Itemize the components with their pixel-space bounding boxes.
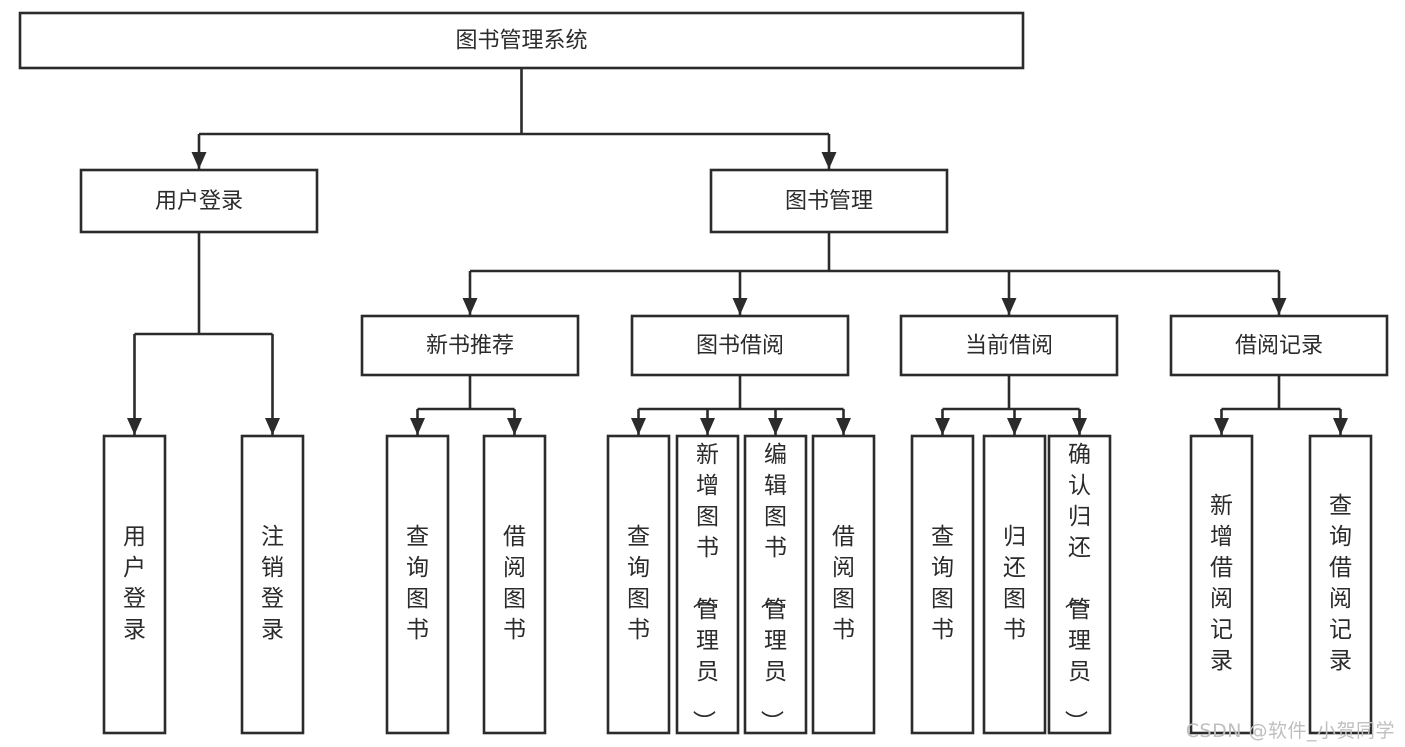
root-node-1[interactable]: 图书管理系统 bbox=[18, 11, 1025, 70]
arrow-head-icon bbox=[1214, 418, 1229, 435]
level2-node-label: 图书管理 bbox=[785, 189, 873, 214]
level3-node-box bbox=[630, 314, 850, 377]
leaf-node-label: 编辑图书（管理员） bbox=[758, 442, 787, 733]
level3-node-label: 新书推荐 bbox=[426, 334, 514, 359]
level2-node-box bbox=[709, 168, 949, 234]
level2-node-1[interactable]: 用户登录 bbox=[79, 168, 319, 234]
connector-root-to-level2 bbox=[191, 68, 837, 169]
leaf-node-6[interactable]: 新增图书（管理员） bbox=[675, 434, 740, 735]
leaf-node-11[interactable]: 确认归还（管理员） bbox=[1047, 434, 1112, 735]
root-node-box bbox=[18, 11, 1025, 70]
arrow-head-icon bbox=[1001, 298, 1017, 315]
leaf-node-label: 用户登录 bbox=[123, 524, 146, 643]
connector-management-to-level3 bbox=[462, 232, 1287, 315]
leaf-node-12[interactable]: 新增借阅记录 bbox=[1189, 434, 1254, 735]
leaf-node-13[interactable]: 查询借阅记录 bbox=[1308, 434, 1373, 735]
leaf-node-label: 查询借阅记录 bbox=[1329, 493, 1352, 674]
connector-group-1 bbox=[127, 232, 280, 435]
arrow-head-icon bbox=[935, 418, 950, 435]
leaf-node-box bbox=[1047, 434, 1112, 735]
leaf-node-2[interactable]: 注销登录 bbox=[240, 434, 305, 735]
leaf-node-box bbox=[240, 434, 305, 735]
arrow-head-icon bbox=[1271, 298, 1287, 315]
leaf-node-8[interactable]: 借阅图书 bbox=[811, 434, 876, 735]
level3-node-1[interactable]: 新书推荐 bbox=[360, 314, 580, 377]
arrow-head-icon bbox=[410, 418, 425, 435]
leaf-node-box bbox=[1308, 434, 1373, 735]
leaf-node-label: 确认归还（管理员） bbox=[1062, 442, 1091, 733]
connector-group-5 bbox=[1214, 375, 1348, 435]
leaf-node-label: 归还图书 bbox=[1003, 524, 1026, 643]
connector-group-2 bbox=[410, 375, 522, 435]
level3-node-label: 当前借阅 bbox=[965, 334, 1053, 359]
leaf-node-label: 新增图书（管理员） bbox=[690, 442, 719, 733]
arrow-head-icon bbox=[191, 152, 207, 169]
leaf-node-label: 新增借阅记录 bbox=[1210, 493, 1233, 674]
level3-node-4[interactable]: 借阅记录 bbox=[1169, 314, 1389, 377]
leaf-node-4[interactable]: 借阅图书 bbox=[482, 434, 547, 735]
leaf-node-10[interactable]: 归还图书 bbox=[982, 434, 1047, 735]
leaf-node-7[interactable]: 编辑图书（管理员） bbox=[743, 434, 808, 735]
arrow-head-icon bbox=[836, 418, 851, 435]
root-node-label: 图书管理系统 bbox=[455, 29, 587, 54]
level3-node-box bbox=[1169, 314, 1389, 377]
leaf-node-box bbox=[743, 434, 808, 735]
leaf-node-box bbox=[102, 434, 167, 735]
arrow-head-icon bbox=[732, 298, 748, 315]
leaf-node-box bbox=[811, 434, 876, 735]
arrow-head-icon bbox=[1333, 418, 1348, 435]
leaf-node-1[interactable]: 用户登录 bbox=[102, 434, 167, 735]
arrow-head-icon bbox=[462, 298, 478, 315]
node-layer: 图书管理系统用户登录图书管理新书推荐图书借阅当前借阅借阅记录用户登录注销登录查询… bbox=[18, 11, 1389, 735]
arrow-head-icon bbox=[265, 418, 280, 435]
level2-node-2[interactable]: 图书管理 bbox=[709, 168, 949, 234]
level3-node-label: 图书借阅 bbox=[696, 334, 784, 359]
level3-node-label: 借阅记录 bbox=[1235, 334, 1323, 359]
level3-node-3[interactable]: 当前借阅 bbox=[899, 314, 1119, 377]
leaf-node-box bbox=[385, 434, 450, 735]
leaf-node-box bbox=[910, 434, 975, 735]
connector-group-4 bbox=[935, 375, 1087, 435]
leaf-node-label: 借阅图书 bbox=[503, 524, 526, 643]
leaf-node-box bbox=[606, 434, 671, 735]
connector-layer bbox=[127, 68, 1348, 435]
arrow-head-icon bbox=[768, 418, 783, 435]
arrow-head-icon bbox=[127, 418, 142, 435]
level3-node-box bbox=[899, 314, 1119, 377]
arrow-head-icon bbox=[1072, 418, 1087, 435]
leaf-node-3[interactable]: 查询图书 bbox=[385, 434, 450, 735]
arrow-head-icon bbox=[631, 418, 646, 435]
leaf-node-box bbox=[675, 434, 740, 735]
leaf-node-box bbox=[1189, 434, 1254, 735]
level2-node-box bbox=[79, 168, 319, 234]
arrow-head-icon bbox=[700, 418, 715, 435]
leaf-node-label: 查询图书 bbox=[931, 524, 954, 643]
level2-node-label: 用户登录 bbox=[155, 189, 243, 214]
leaf-node-5[interactable]: 查询图书 bbox=[606, 434, 671, 735]
leaf-node-label: 注销登录 bbox=[261, 524, 284, 643]
arrow-head-icon bbox=[1007, 418, 1022, 435]
leaf-node-9[interactable]: 查询图书 bbox=[910, 434, 975, 735]
level3-node-box bbox=[360, 314, 580, 377]
connector-group-3 bbox=[631, 375, 851, 435]
leaf-node-label: 查询图书 bbox=[406, 524, 429, 643]
leaf-node-box bbox=[982, 434, 1047, 735]
level3-node-2[interactable]: 图书借阅 bbox=[630, 314, 850, 377]
leaf-node-box bbox=[482, 434, 547, 735]
leaf-node-label: 查询图书 bbox=[627, 524, 650, 643]
leaf-node-label: 借阅图书 bbox=[832, 524, 855, 643]
arrow-head-icon bbox=[821, 152, 837, 169]
arrow-head-icon bbox=[507, 418, 522, 435]
